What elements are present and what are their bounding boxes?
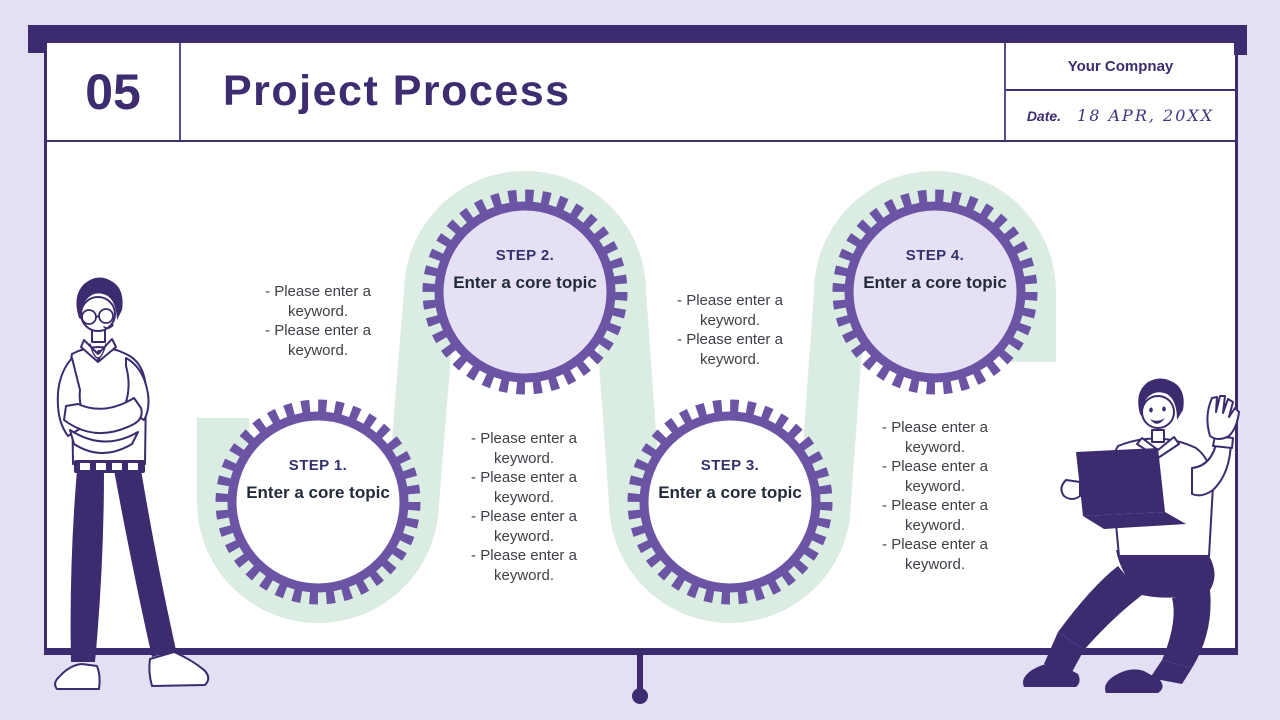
step-topic[interactable]: Enter a core topic — [863, 273, 1007, 292]
step-topic[interactable]: Enter a core topic — [246, 483, 390, 502]
keyword-group-2: - Please enter a keyword. - Please enter… — [444, 429, 604, 585]
slide: 05 Project Process Your Compnay Date. 18… — [44, 43, 1238, 655]
keyword-placeholder[interactable]: - Please enter a keyword. — [882, 419, 988, 456]
step-label[interactable]: STEP 4. — [905, 247, 965, 264]
keyword-placeholder[interactable]: - Please enter a keyword. — [471, 430, 577, 467]
keyword-group-3: - Please enter a keyword. - Please enter… — [650, 291, 810, 369]
page-title[interactable]: Project Process — [223, 67, 571, 115]
step-label[interactable]: STEP 1. — [288, 457, 348, 474]
slide-header: 05 Project Process Your Compnay Date. 18… — [47, 43, 1235, 142]
step-label[interactable]: STEP 3. — [700, 457, 760, 474]
keyword-placeholder[interactable]: - Please enter a keyword. — [882, 458, 988, 495]
keyword-placeholder[interactable]: - Please enter a keyword. — [471, 508, 577, 545]
company-name[interactable]: Your Compnay — [1006, 43, 1235, 91]
step-label[interactable]: STEP 2. — [495, 247, 555, 264]
date-value[interactable]: 18 APR, 20XX — [1077, 106, 1215, 125]
date-label[interactable]: Date. — [1026, 107, 1062, 124]
keyword-placeholder[interactable]: - Please enter a keyword. — [882, 536, 988, 573]
section-number[interactable]: 05 — [47, 43, 181, 140]
screen-pull-cord — [632, 652, 648, 704]
keyword-placeholder[interactable]: - Please enter a keyword. — [677, 292, 783, 329]
keyword-placeholder[interactable]: - Please enter a keyword. — [677, 331, 783, 368]
keyword-group-4: - Please enter a keyword. - Please enter… — [855, 418, 1015, 574]
screen-corner-tab-right — [1234, 43, 1247, 55]
step-4-text: STEP 4. Enter a core topic — [855, 247, 1015, 293]
keyword-placeholder[interactable]: - Please enter a keyword. — [882, 497, 988, 534]
keyword-placeholder[interactable]: - Please enter a keyword. — [471, 469, 577, 506]
header-info-box: Your Compnay Date. 18 APR, 20XX — [1004, 43, 1235, 140]
date-row: Date. 18 APR, 20XX — [1006, 91, 1235, 140]
keyword-placeholder[interactable]: - Please enter a keyword. — [265, 322, 371, 359]
step-topic[interactable]: Enter a core topic — [453, 273, 597, 292]
projector-screen-top-bar — [28, 25, 1247, 43]
keyword-placeholder[interactable]: - Please enter a keyword. — [265, 283, 371, 320]
keyword-placeholder[interactable]: - Please enter a keyword. — [471, 547, 577, 584]
screen-corner-tab-left — [28, 43, 47, 53]
step-topic[interactable]: Enter a core topic — [658, 483, 802, 502]
step-3-text: STEP 3. Enter a core topic — [650, 457, 810, 503]
keyword-group-1: - Please enter a keyword. - Please enter… — [238, 282, 398, 360]
step-2-text: STEP 2. Enter a core topic — [445, 247, 605, 293]
step-1-text: STEP 1. Enter a core topic — [238, 457, 398, 503]
